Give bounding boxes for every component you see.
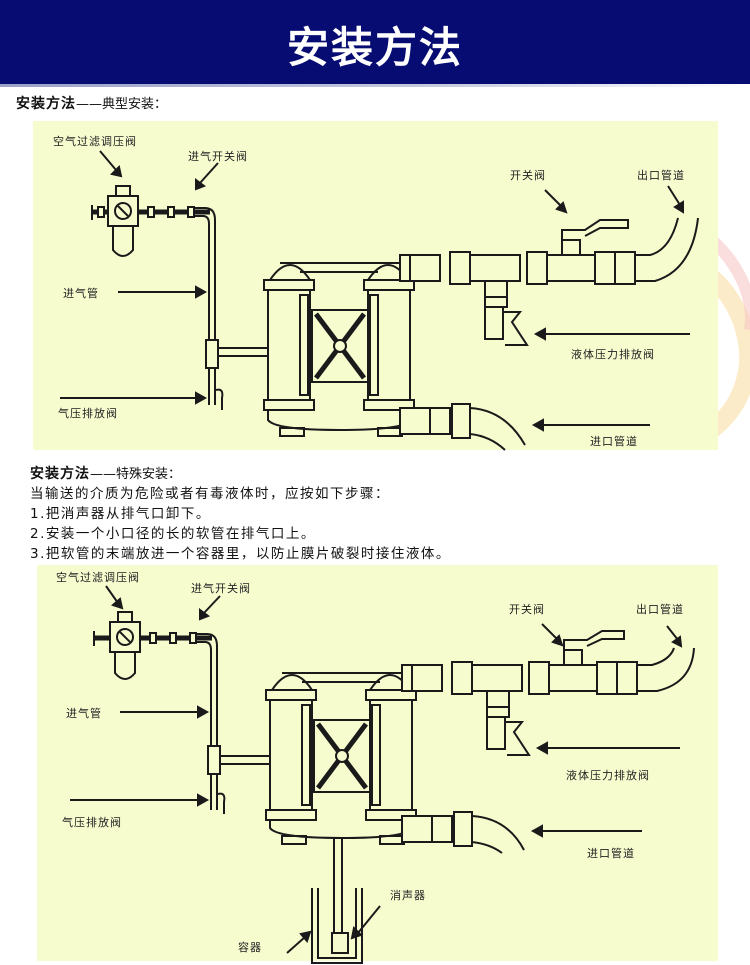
typical-heading-sub: ——典型安装： bbox=[76, 97, 168, 112]
step-1: 1.把消声器从排气口卸下。 bbox=[30, 506, 211, 522]
special-heading-bold: 安装方法 bbox=[30, 466, 90, 482]
label-outlet-pipe: 出口管道 bbox=[637, 169, 685, 182]
label2-container: 容器 bbox=[238, 941, 262, 954]
label2-outlet-pipe: 出口管道 bbox=[636, 603, 684, 616]
typical-heading-bold: 安装方法 bbox=[16, 96, 76, 112]
label-liquid-pressure-release-valve: 液体压力排放阀 bbox=[571, 348, 655, 361]
label2-air-inlet-valve: 进气开关阀 bbox=[191, 582, 251, 595]
step-2: 2.安装一个小口径的长的软管在排气口上。 bbox=[30, 526, 316, 542]
special-heading-sub: ——特殊安装： bbox=[90, 467, 182, 482]
special-install-steps: 当输送的介质为危险或者有毒液体时，应按如下步骤： 1.把消声器从排气口卸下。 2… bbox=[30, 484, 451, 564]
label-inlet-pipe: 进口管道 bbox=[590, 435, 638, 448]
label2-air-pressure-release-valve: 气压排放阀 bbox=[62, 816, 122, 829]
label2-shutoff-valve: 开关阀 bbox=[509, 603, 545, 616]
special-intro: 当输送的介质为危险或者有毒液体时，应按如下步骤： bbox=[30, 486, 390, 502]
label2-inlet-pipe: 进口管道 bbox=[587, 847, 635, 860]
special-diagram-panel bbox=[37, 565, 718, 961]
label-air-inlet-pipe: 进气管 bbox=[63, 287, 99, 300]
label2-air-inlet-pipe: 进气管 bbox=[66, 707, 102, 720]
typical-install-heading: 安装方法——典型安装： bbox=[16, 93, 167, 113]
label2-muffler: 消声器 bbox=[390, 889, 426, 902]
special-install-heading: 安装方法——特殊安装： bbox=[30, 463, 181, 483]
step-3: 3.把软管的末端放进一个容器里，以防止膜片破裂时接住液体。 bbox=[30, 546, 451, 562]
title-banner: 安装方法 bbox=[0, 0, 750, 84]
label-air-pressure-release-valve: 气压排放阀 bbox=[58, 407, 118, 420]
typical-diagram-panel bbox=[33, 121, 718, 450]
label-air-inlet-valve: 进气开关阀 bbox=[188, 150, 248, 163]
label-shutoff-valve: 开关阀 bbox=[510, 169, 546, 182]
page-title: 安装方法 bbox=[286, 23, 463, 72]
label-air-filter-regulator: 空气过滤调压阀 bbox=[53, 135, 137, 148]
banner-underline bbox=[0, 84, 750, 87]
label2-liquid-pressure-release-valve: 液体压力排放阀 bbox=[566, 769, 650, 782]
label2-air-filter-regulator: 空气过滤调压阀 bbox=[56, 571, 140, 584]
